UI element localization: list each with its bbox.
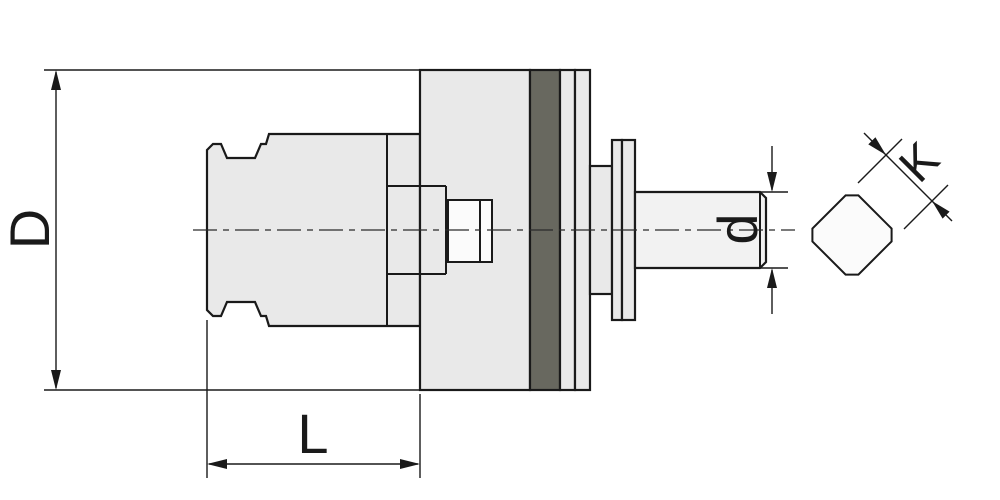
dim-d-arrow-down-icon (767, 172, 777, 192)
square-drive-group (811, 132, 953, 276)
adjustment-window (447, 199, 493, 263)
dim-K-arrow-lower-icon (932, 201, 950, 219)
label-body-length-L: L (297, 402, 329, 465)
label-shank-diameter-d: d (706, 213, 769, 245)
square-drive-end-view (811, 194, 893, 276)
collet-body-group (205, 68, 768, 392)
dimension-L-group (206, 320, 421, 478)
dim-K-extension-2 (903, 184, 949, 230)
dim-D-arrow-up-icon (51, 70, 61, 90)
dimension-d-group (760, 146, 788, 314)
dim-K-extension-1 (857, 138, 903, 184)
dim-d-arrow-up-icon (767, 268, 777, 288)
dim-D-arrow-down-icon (51, 370, 61, 390)
dim-K-arrow-upper-icon (868, 137, 886, 155)
dimension-D-group (44, 69, 420, 391)
label-body-diameter-D: D (0, 208, 61, 250)
dim-L-arrow-right-icon (400, 459, 420, 469)
dim-L-arrow-left-icon (207, 459, 227, 469)
